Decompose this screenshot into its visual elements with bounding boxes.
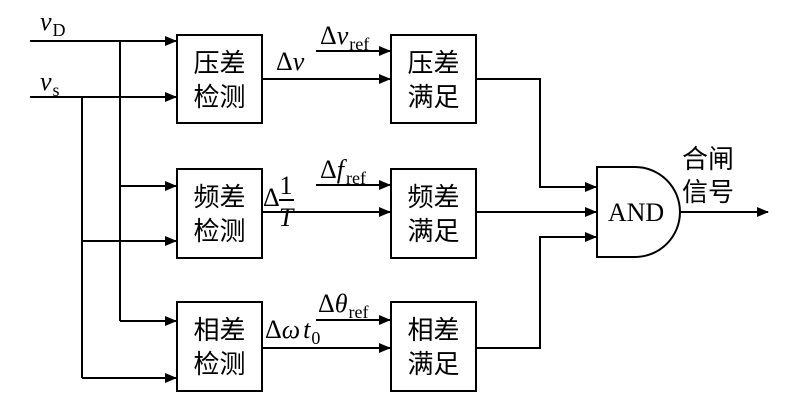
ref-dphase-label: Δθref [318,289,369,322]
output-label-line2: 信号 [682,178,734,208]
wire-phase-satisfy-to-and [476,232,597,349]
phase-satisfy-label-line1: 相差 [407,316,459,346]
voltage-detect-label-line1: 压差 [193,49,245,79]
signal-df-delta: Δ [263,183,280,212]
phase-satisfy-block: 相差 满足 [390,301,477,392]
voltage-satisfy-label-line1: 压差 [407,49,459,79]
voltage-satisfy-block: 压差 满足 [390,34,477,124]
signal-df-numerator: 1 [280,171,293,200]
ref-dv-label: Δvref [320,21,369,54]
input-label-vs: vs [40,67,60,100]
and-gate: AND [596,166,681,258]
freq-satisfy-block: 频差 满足 [390,168,477,259]
voltage-detect-label-line2: 检测 [193,83,245,113]
phase-detect-label-line2: 检测 [193,350,245,380]
signal-dv-label: Δv [276,47,305,76]
freq-detect-label-line2: 检测 [193,217,245,247]
output-label-line1: 合闸 [682,145,734,175]
phase-detect-label-line1: 相差 [193,316,245,346]
signal-df-label: Δ 1 T [263,171,295,232]
freq-detect-block: 频差 检测 [176,168,263,259]
phase-satisfy-label-line2: 满足 [407,350,459,380]
wire-voltage-satisfy-to-and [476,78,597,192]
freq-detect-label-line1: 频差 [193,183,245,213]
voltage-detect-block: 压差 检测 [176,34,263,124]
input-label-vd: vD [40,7,66,40]
signal-df-denominator: T [279,203,295,232]
freq-satisfy-label-line2: 满足 [407,217,459,247]
voltage-satisfy-label-line2: 满足 [407,83,459,113]
phase-detect-block: 相差 检测 [176,301,263,392]
and-gate-label: AND [608,198,664,227]
freq-satisfy-label-line1: 频差 [407,183,459,213]
